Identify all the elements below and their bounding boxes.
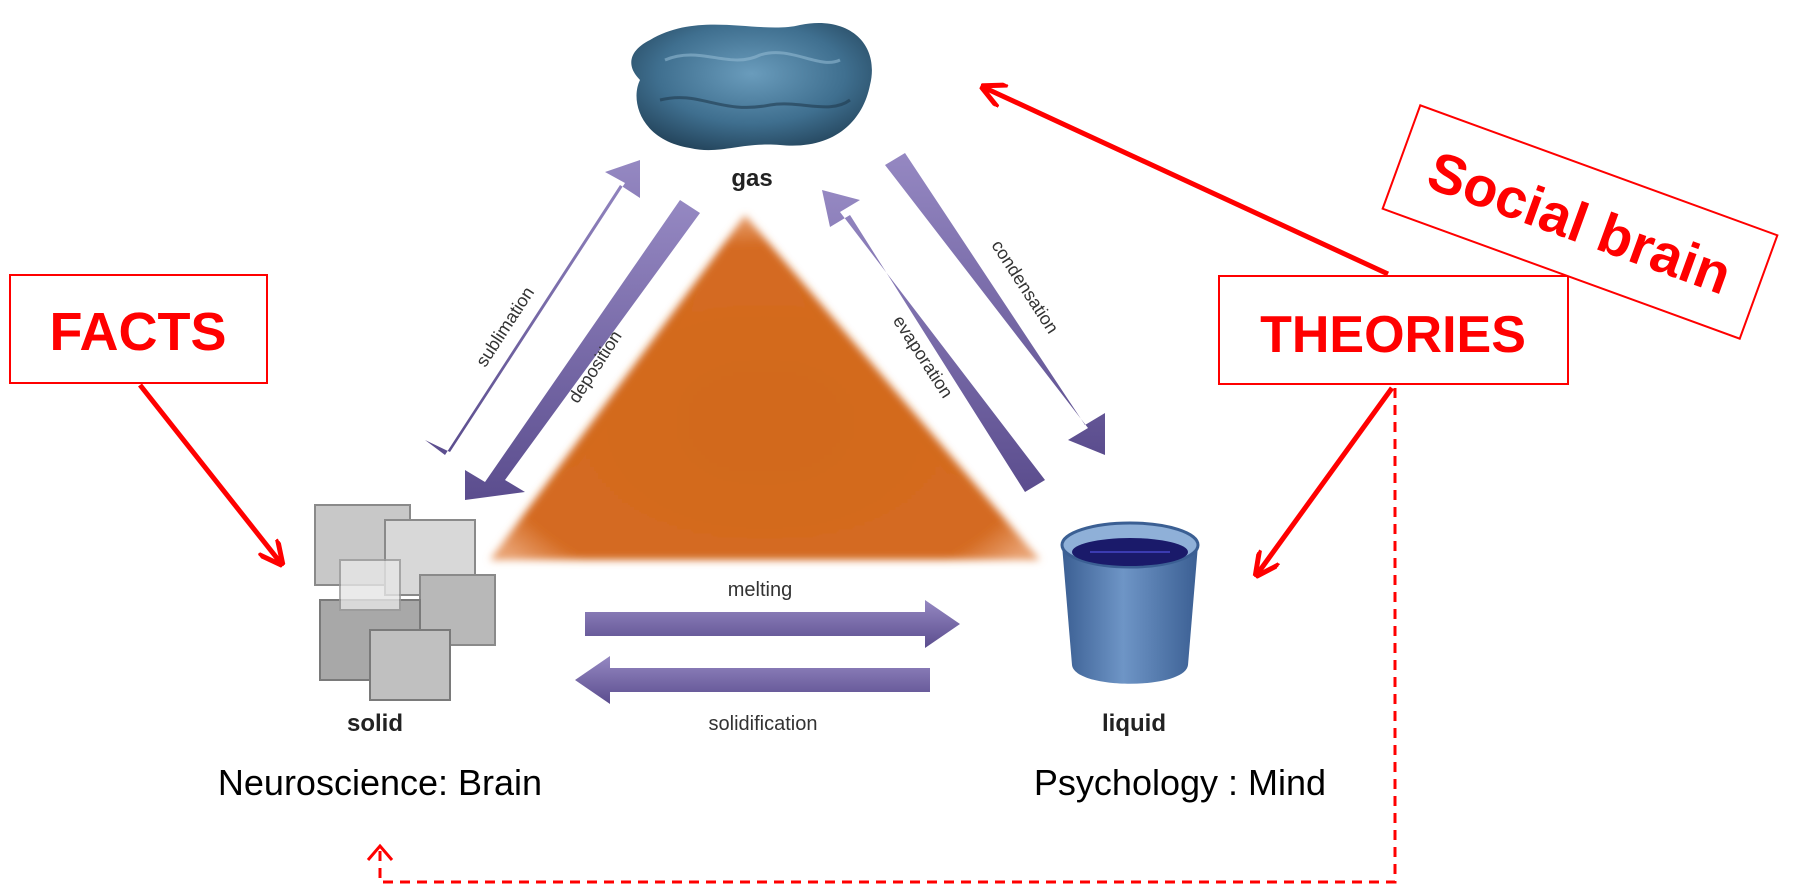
theories-label: THEORIES [1260, 306, 1526, 364]
liquid-label: liquid [1102, 710, 1166, 737]
sublimation-arrow [425, 160, 640, 455]
theories-to-neuroscience-dashed-arrow [378, 388, 1397, 884]
evaporation-arrow [822, 190, 1045, 492]
cloud-icon [631, 23, 872, 151]
solidification-arrow [575, 656, 930, 704]
dashed-arrow-head [366, 843, 394, 861]
solidification-label: solidification [709, 713, 818, 735]
central-triangle [490, 215, 1040, 560]
beaker-icon [1060, 521, 1200, 684]
psychology-mind-label: Psychology : Mind [1034, 762, 1326, 803]
theories-arrow [1258, 386, 1395, 573]
theories-box: THEORIES [1218, 275, 1569, 385]
theories-to-gas-arrow [985, 88, 1390, 277]
ice-cubes-icon [314, 504, 496, 701]
solid-label: solid [347, 710, 403, 737]
facts-box: FACTS [9, 274, 268, 384]
melting-label: melting [728, 579, 792, 601]
neuroscience-brain-label: Neuroscience: Brain [218, 762, 542, 803]
condensation-label: condensation [987, 236, 1062, 337]
deposition-arrow [465, 200, 700, 500]
gas-label: gas [731, 165, 772, 192]
facts-label: FACTS [49, 302, 226, 362]
melting-arrow [585, 600, 960, 648]
condensation-arrow [885, 153, 1105, 455]
facts-arrow [138, 383, 280, 562]
